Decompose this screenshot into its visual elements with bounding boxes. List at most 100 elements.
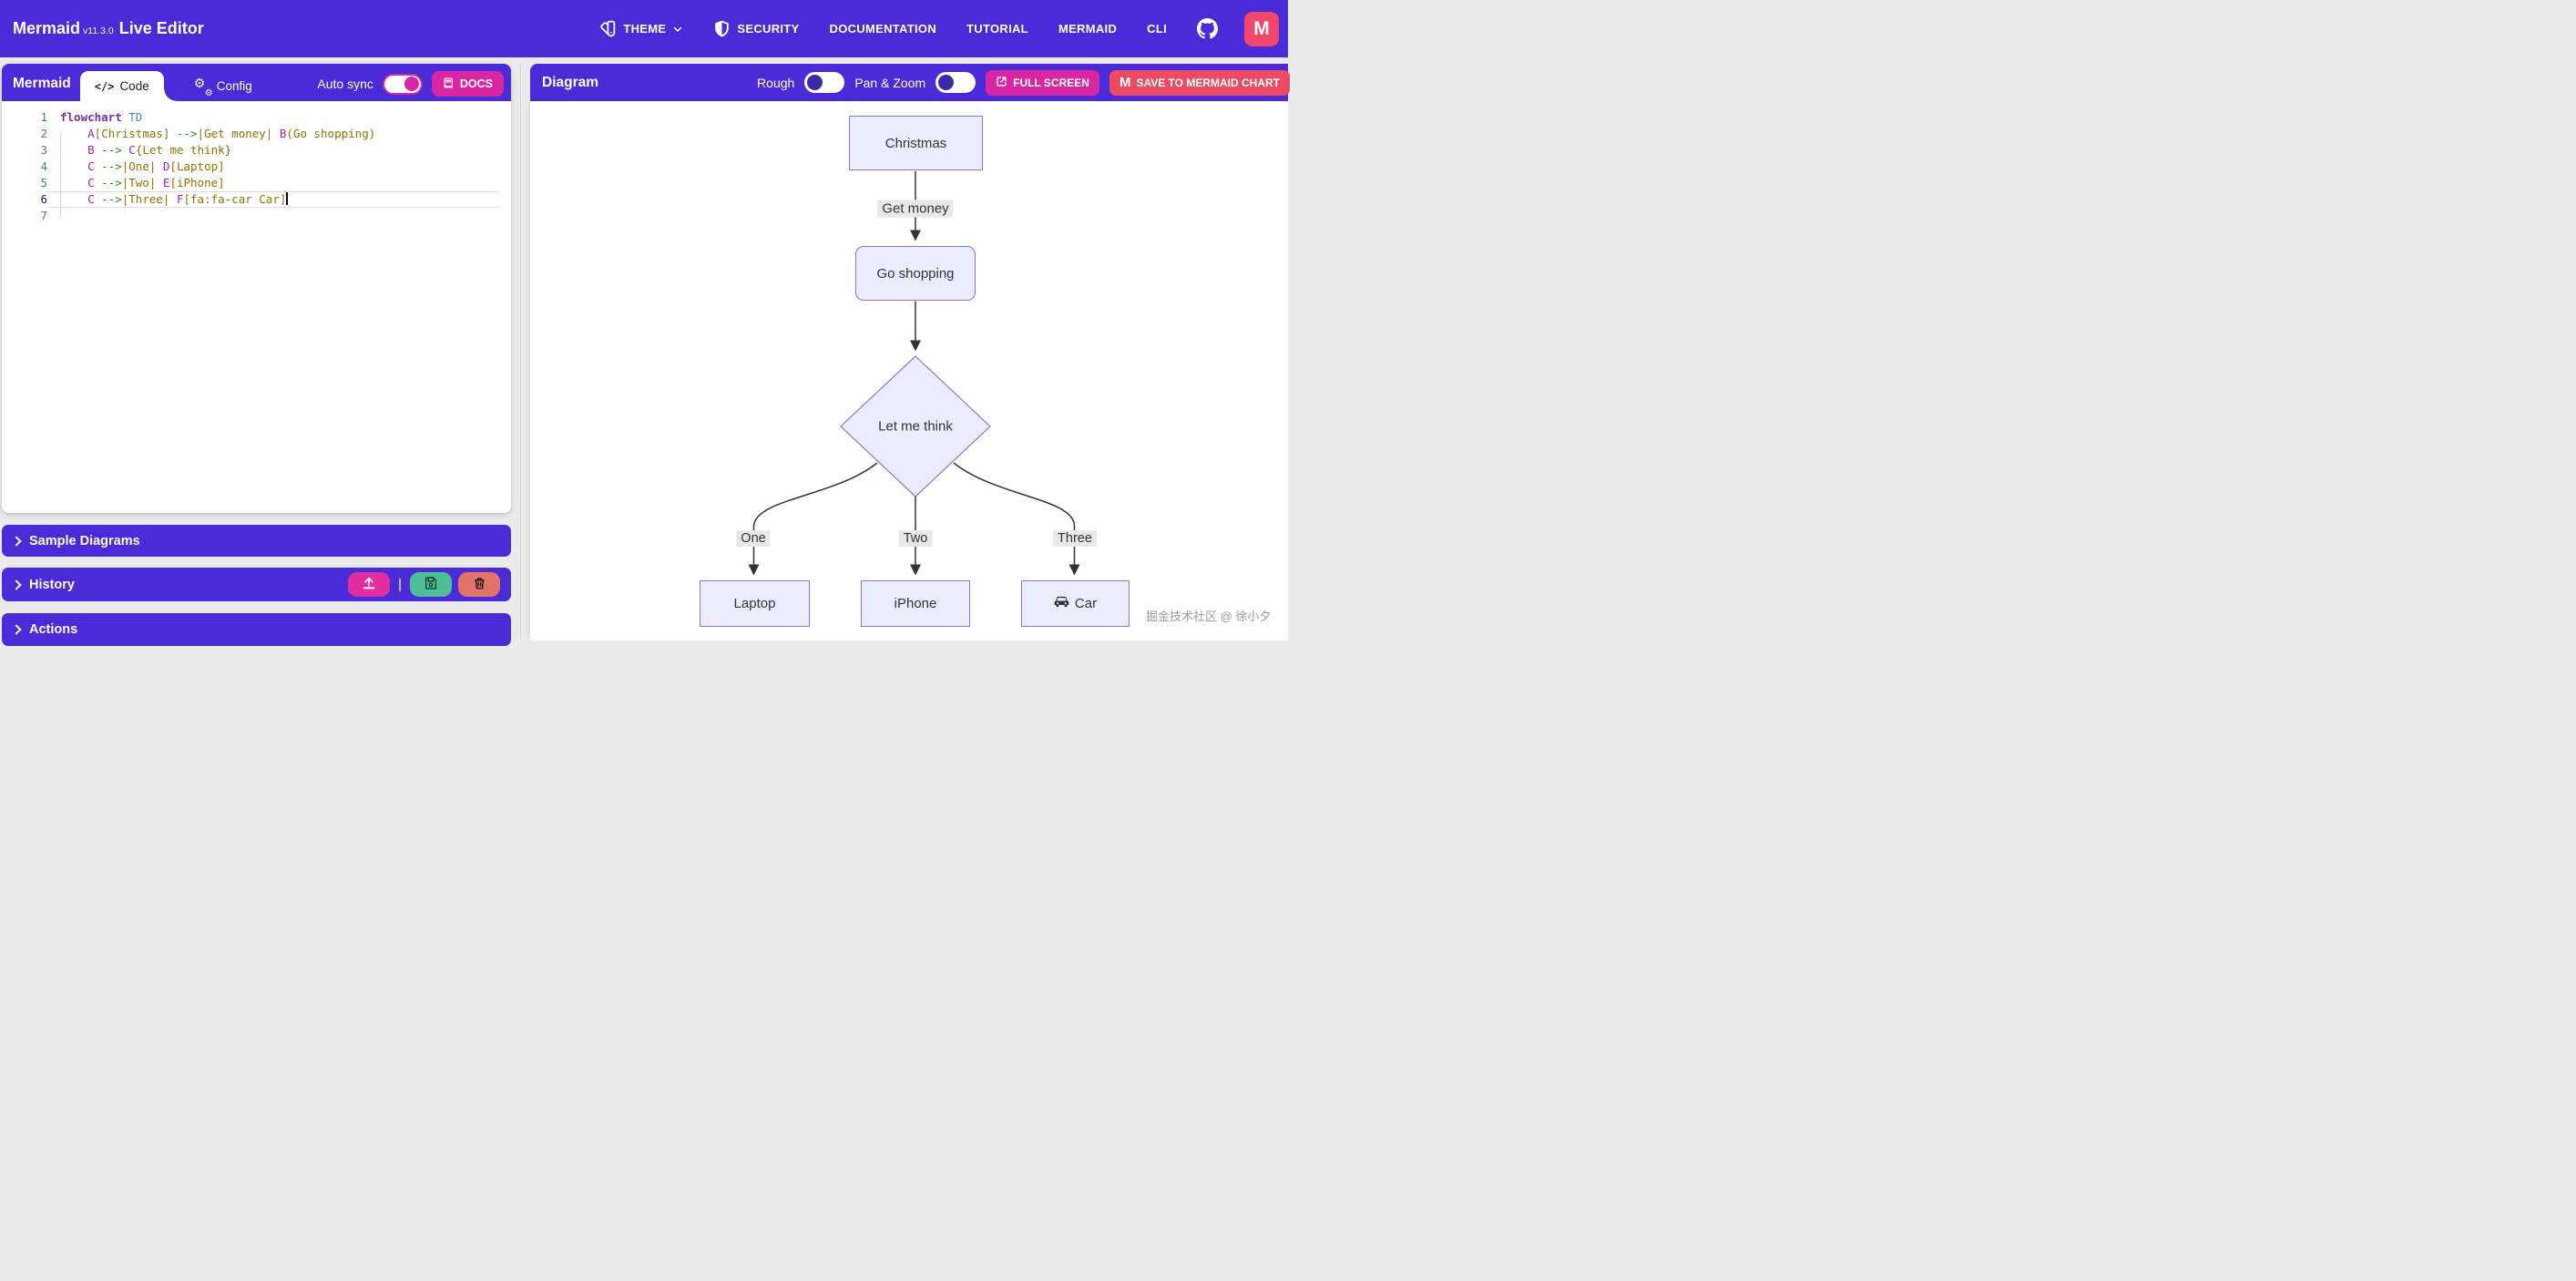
nav-item-mermaid[interactable]: MERMAID bbox=[1058, 22, 1117, 36]
autosync-label: Auto sync bbox=[317, 77, 373, 91]
nav-item-label: CLI bbox=[1147, 22, 1167, 36]
actions-label: Actions bbox=[29, 622, 78, 637]
diagram-panel-title: Diagram bbox=[542, 74, 599, 90]
diagram-header: Diagram Rough Pan & Zoom FULL SCREEN M S… bbox=[530, 64, 1290, 101]
editor-header: Mermaid </> Code ⚙⚙ Config Auto sync DOC… bbox=[2, 64, 511, 101]
code-line[interactable]: 7 bbox=[2, 208, 511, 224]
node-iphone: iPhone bbox=[861, 580, 970, 627]
history-controls: | bbox=[348, 572, 500, 597]
nav-item-theme[interactable]: THEME bbox=[598, 19, 683, 38]
line-content: flowchart TD bbox=[60, 110, 143, 124]
theme-swatch-icon bbox=[598, 19, 617, 38]
nav-item-cli[interactable]: CLI bbox=[1147, 22, 1167, 36]
line-number: 4 bbox=[40, 159, 47, 173]
clear-history-button[interactable] bbox=[458, 572, 500, 597]
upload-history-button[interactable] bbox=[348, 572, 391, 597]
chevron-right-icon bbox=[11, 535, 22, 547]
app-logo[interactable]: Mermaid v11.3.0 Live Editor bbox=[13, 19, 204, 38]
diagram-canvas[interactable]: Christmas Get money Go shopping Let me t… bbox=[530, 101, 1288, 640]
diagram-panel: Diagram Rough Pan & Zoom FULL SCREEN M S… bbox=[530, 64, 1290, 640]
github-icon bbox=[1197, 18, 1218, 39]
docs-button[interactable]: DOCS bbox=[431, 71, 504, 97]
panzoom-toggle[interactable] bbox=[935, 72, 976, 93]
edge-label-three: Three bbox=[1053, 530, 1097, 547]
edge-label-one: One bbox=[736, 530, 771, 547]
chevron-down-icon bbox=[672, 24, 683, 35]
tab-config[interactable]: ⚙⚙ Config bbox=[180, 71, 267, 101]
book-icon bbox=[443, 77, 455, 92]
watermark-text: 掘金技术社区 @ 徐小夕 bbox=[1146, 610, 1272, 623]
code-line[interactable]: 5 C -->|Two| E[iPhone] bbox=[2, 175, 511, 191]
brand-name: Mermaid bbox=[13, 19, 81, 37]
mermaid-chart-m-icon: M bbox=[1119, 75, 1131, 90]
line-number: 1 bbox=[40, 110, 47, 124]
github-link[interactable] bbox=[1197, 18, 1218, 39]
toggle-knob bbox=[938, 75, 955, 90]
save-to-mermaid-chart-button[interactable]: M SAVE TO MERMAID CHART bbox=[1109, 69, 1290, 96]
nav-item-label: TUTORIAL bbox=[966, 22, 1028, 36]
code-tab-icon: </> bbox=[94, 79, 115, 93]
top-navbar: Mermaid v11.3.0 Live Editor THEME SECURI… bbox=[0, 0, 1288, 57]
code-line[interactable]: 3 B --> C{Let me think} bbox=[2, 142, 511, 159]
line-content: C -->|One| D[Laptop] bbox=[87, 159, 225, 173]
navbar-menu: THEME SECURITY DOCUMENTATION TUTORIAL ME… bbox=[598, 11, 1279, 46]
sample-diagrams-accordion[interactable]: Sample Diagrams bbox=[2, 525, 511, 557]
editor-panel-title: Mermaid bbox=[13, 76, 71, 91]
toggle-knob bbox=[807, 75, 823, 90]
edge-label-get-money: Get money bbox=[877, 200, 954, 218]
fullscreen-button-label: FULL SCREEN bbox=[1013, 76, 1089, 89]
line-content: C -->|Three| F[fa:fa-car Car] bbox=[47, 191, 500, 208]
nav-item-label: SECURITY bbox=[737, 22, 800, 36]
panzoom-label: Pan & Zoom bbox=[854, 75, 926, 90]
tab-config-label: Config bbox=[216, 79, 252, 93]
code-line[interactable]: 2 A[Christmas] -->|Get money| B(Go shopp… bbox=[2, 126, 511, 142]
line-number: 7 bbox=[40, 209, 47, 222]
gears-icon: ⚙⚙ bbox=[193, 75, 213, 98]
node-christmas: Christmas bbox=[849, 116, 983, 170]
rough-toggle[interactable] bbox=[804, 72, 845, 93]
tab-code[interactable]: </> Code bbox=[79, 71, 177, 101]
code-line[interactable]: 6 C -->|Three| F[fa:fa-car Car] bbox=[2, 191, 511, 208]
brand-version: v11.3.0 bbox=[83, 26, 114, 36]
line-content: B --> C{Let me think} bbox=[87, 143, 232, 157]
shield-icon bbox=[713, 19, 731, 38]
code-line[interactable]: 4 C -->|One| D[Laptop] bbox=[2, 159, 511, 175]
rough-label: Rough bbox=[757, 75, 795, 90]
nav-item-tutorial[interactable]: TUTORIAL bbox=[966, 22, 1028, 36]
nav-item-security[interactable]: SECURITY bbox=[713, 19, 799, 38]
history-accordion[interactable]: History | bbox=[2, 568, 511, 601]
brand-suffix: Live Editor bbox=[118, 19, 204, 37]
toggle-knob bbox=[404, 77, 419, 91]
indent-guide bbox=[60, 134, 61, 216]
autosync-toggle[interactable] bbox=[382, 73, 423, 95]
node-go-shopping: Go shopping bbox=[855, 246, 976, 301]
trash-icon bbox=[473, 576, 486, 593]
line-content: A[Christmas] -->|Get money| B(Go shoppin… bbox=[87, 127, 376, 140]
code-editor[interactable]: 1 flowchart TD 2 A[Christmas] -->|Get mone… bbox=[2, 101, 511, 513]
chevron-right-icon bbox=[11, 624, 22, 635]
fullscreen-button[interactable]: FULL SCREEN bbox=[986, 69, 1099, 96]
save-button-label: SAVE TO MERMAID CHART bbox=[1136, 76, 1280, 89]
tab-code-label: Code bbox=[119, 79, 149, 93]
nav-item-documentation[interactable]: DOCUMENTATION bbox=[830, 22, 937, 36]
upload-icon bbox=[362, 576, 376, 593]
node-car: Car bbox=[1021, 580, 1130, 627]
line-number: 2 bbox=[40, 127, 47, 140]
nav-item-label: THEME bbox=[623, 22, 667, 36]
nav-item-label: DOCUMENTATION bbox=[829, 22, 937, 36]
save-history-button[interactable] bbox=[410, 572, 452, 597]
line-content: C -->|Two| E[iPhone] bbox=[87, 176, 225, 190]
car-icon bbox=[1054, 596, 1069, 611]
line-number: 3 bbox=[40, 143, 47, 157]
actions-accordion[interactable]: Actions bbox=[2, 613, 511, 646]
pane-divider[interactable] bbox=[520, 64, 521, 640]
code-line[interactable]: 1 flowchart TD bbox=[2, 109, 511, 126]
node-think-label: Let me think bbox=[878, 418, 953, 435]
mermaid-chart-icon[interactable]: M bbox=[1244, 11, 1279, 46]
text-cursor bbox=[286, 192, 288, 205]
chevron-right-icon bbox=[11, 579, 22, 590]
flowchart-edges bbox=[748, 171, 1080, 576]
floppy-save-icon bbox=[424, 576, 438, 593]
history-divider: | bbox=[398, 577, 402, 592]
edge-label-two: Two bbox=[898, 530, 933, 547]
